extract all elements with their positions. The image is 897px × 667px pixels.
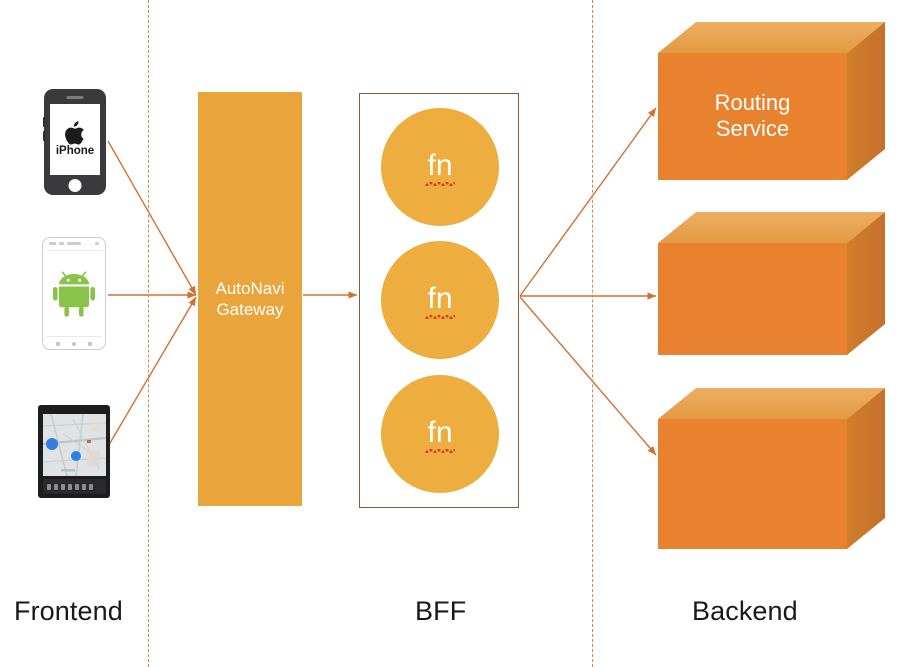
apple-logo-icon <box>65 121 84 145</box>
bff-function-node-1[interactable]: fn <box>381 108 499 226</box>
bff-function-node-2[interactable]: fn <box>381 241 499 359</box>
device-car-navigation <box>38 405 110 498</box>
gateway-label: AutoNavi Gateway <box>215 278 285 319</box>
backend-service-traffic[interactable]: Traffic Service <box>658 212 885 527</box>
android-navigation-bar <box>50 340 98 347</box>
device-iphone: iPhone <box>43 89 106 195</box>
bff-function-label: fn <box>425 416 455 453</box>
android-robot-icon <box>53 270 95 317</box>
car-navigation-map-screen <box>43 414 106 476</box>
cube-shape-traffic <box>658 212 885 355</box>
wire-carnav-to-gateway <box>109 296 197 444</box>
zone-label-frontend: Frontend <box>14 596 123 626</box>
wire-bff-to-other <box>519 296 657 456</box>
cube-shape-routing <box>658 22 885 180</box>
iphone-volume-up-button <box>43 117 45 127</box>
bff-function-node-3[interactable]: fn <box>381 375 499 493</box>
wire-iphone-to-gateway <box>107 140 197 296</box>
bff-container: fn fn fn <box>359 93 519 508</box>
car-navigation-dock <box>43 479 106 494</box>
autonavi-gateway-box[interactable]: AutoNavi Gateway <box>198 92 302 506</box>
iphone-earpiece-speaker <box>66 96 84 99</box>
device-android-phone <box>42 237 106 350</box>
zone-divider-bff-backend <box>592 0 593 667</box>
iphone-home-button <box>68 178 82 192</box>
zone-divider-frontend-bff <box>148 0 149 667</box>
backend-service-other[interactable]: ...... <box>658 388 885 549</box>
android-status-bar <box>49 241 99 246</box>
car-navigation-bezel <box>38 405 110 498</box>
iphone-screen: iPhone <box>50 104 100 175</box>
bff-function-label: fn <box>425 149 455 186</box>
wire-bff-to-routing <box>519 107 657 297</box>
zone-label-backend: Backend <box>692 596 798 626</box>
iphone-volume-down-button <box>43 131 45 141</box>
bff-function-label: fn <box>425 282 455 319</box>
zone-label-bff: BFF <box>415 596 467 626</box>
cube-shape-other <box>658 388 885 549</box>
android-screen <box>46 250 102 337</box>
backend-service-routing[interactable]: Routing Service <box>658 22 885 180</box>
map-photo-icon <box>43 414 106 476</box>
iphone-screen-label: iPhone <box>55 145 95 158</box>
